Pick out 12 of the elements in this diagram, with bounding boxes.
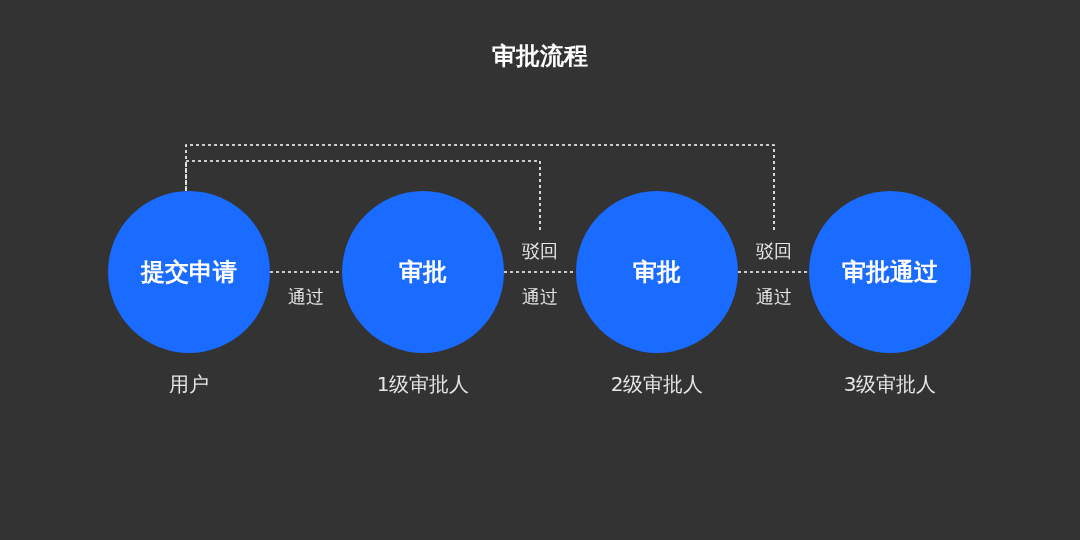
role-caption: 3级审批人 — [843, 371, 937, 397]
role-caption: 2级审批人 — [610, 371, 704, 397]
node-text: 审批 — [399, 257, 447, 287]
connector-line — [737, 271, 810, 273]
diagram-title: 审批流程 — [491, 41, 589, 72]
role-caption: 1级审批人 — [376, 371, 470, 397]
connector-line — [185, 144, 775, 231]
connector-line — [185, 160, 541, 231]
node-text: 提交申请 — [141, 257, 237, 287]
role-caption: 用户 — [169, 371, 209, 397]
node-text: 审批通过 — [842, 257, 938, 287]
node-text: 审批 — [633, 257, 681, 287]
